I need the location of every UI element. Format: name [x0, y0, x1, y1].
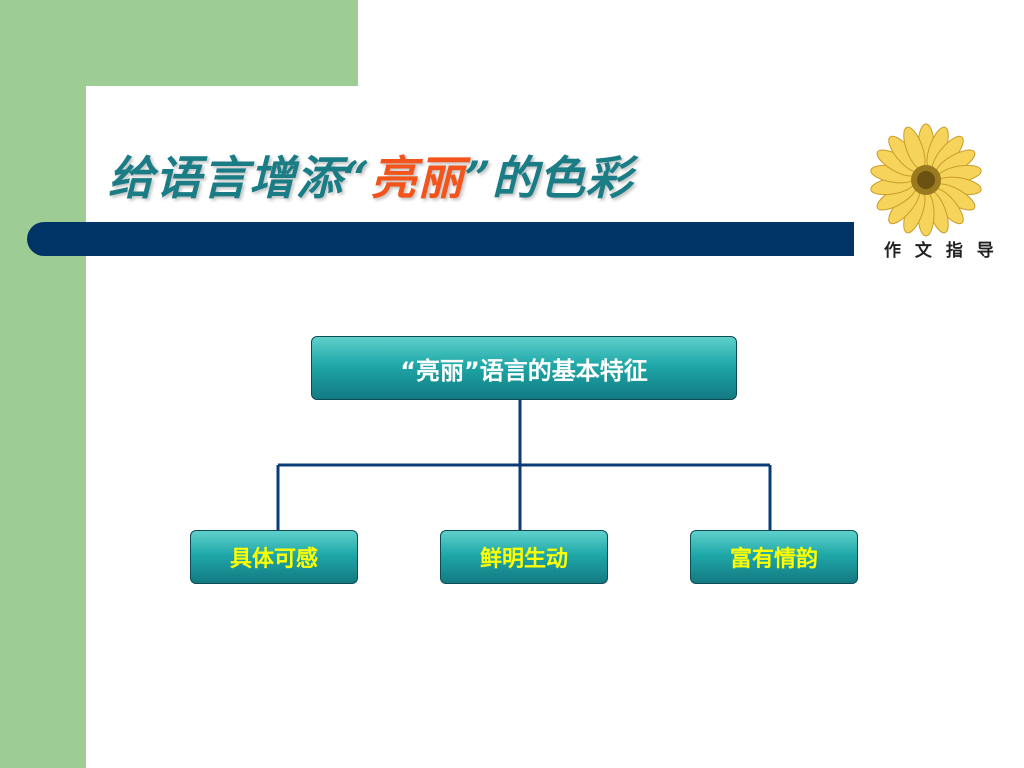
top-panel	[0, 0, 358, 86]
slide-title: 给语言增添“亮丽”的色彩	[108, 142, 633, 206]
title-accent: 亮丽	[370, 151, 465, 205]
diagram-connectors	[276, 400, 772, 530]
title-prefix: 给语言增添“	[108, 151, 371, 205]
title-bar	[27, 222, 854, 256]
diagram-child-box: 鲜明生动	[440, 530, 608, 584]
sidebar-panel	[0, 0, 86, 768]
diagram-child-box: 富有情韵	[690, 530, 858, 584]
diagram-child-box: 具体可感	[190, 530, 358, 584]
sunflower-icon	[870, 123, 982, 237]
title-suffix: ”的色彩	[464, 151, 633, 205]
logo-caption: 作 文 指 导	[884, 241, 998, 261]
diagram-root-box: “亮丽”语言的基本特征	[311, 336, 737, 400]
